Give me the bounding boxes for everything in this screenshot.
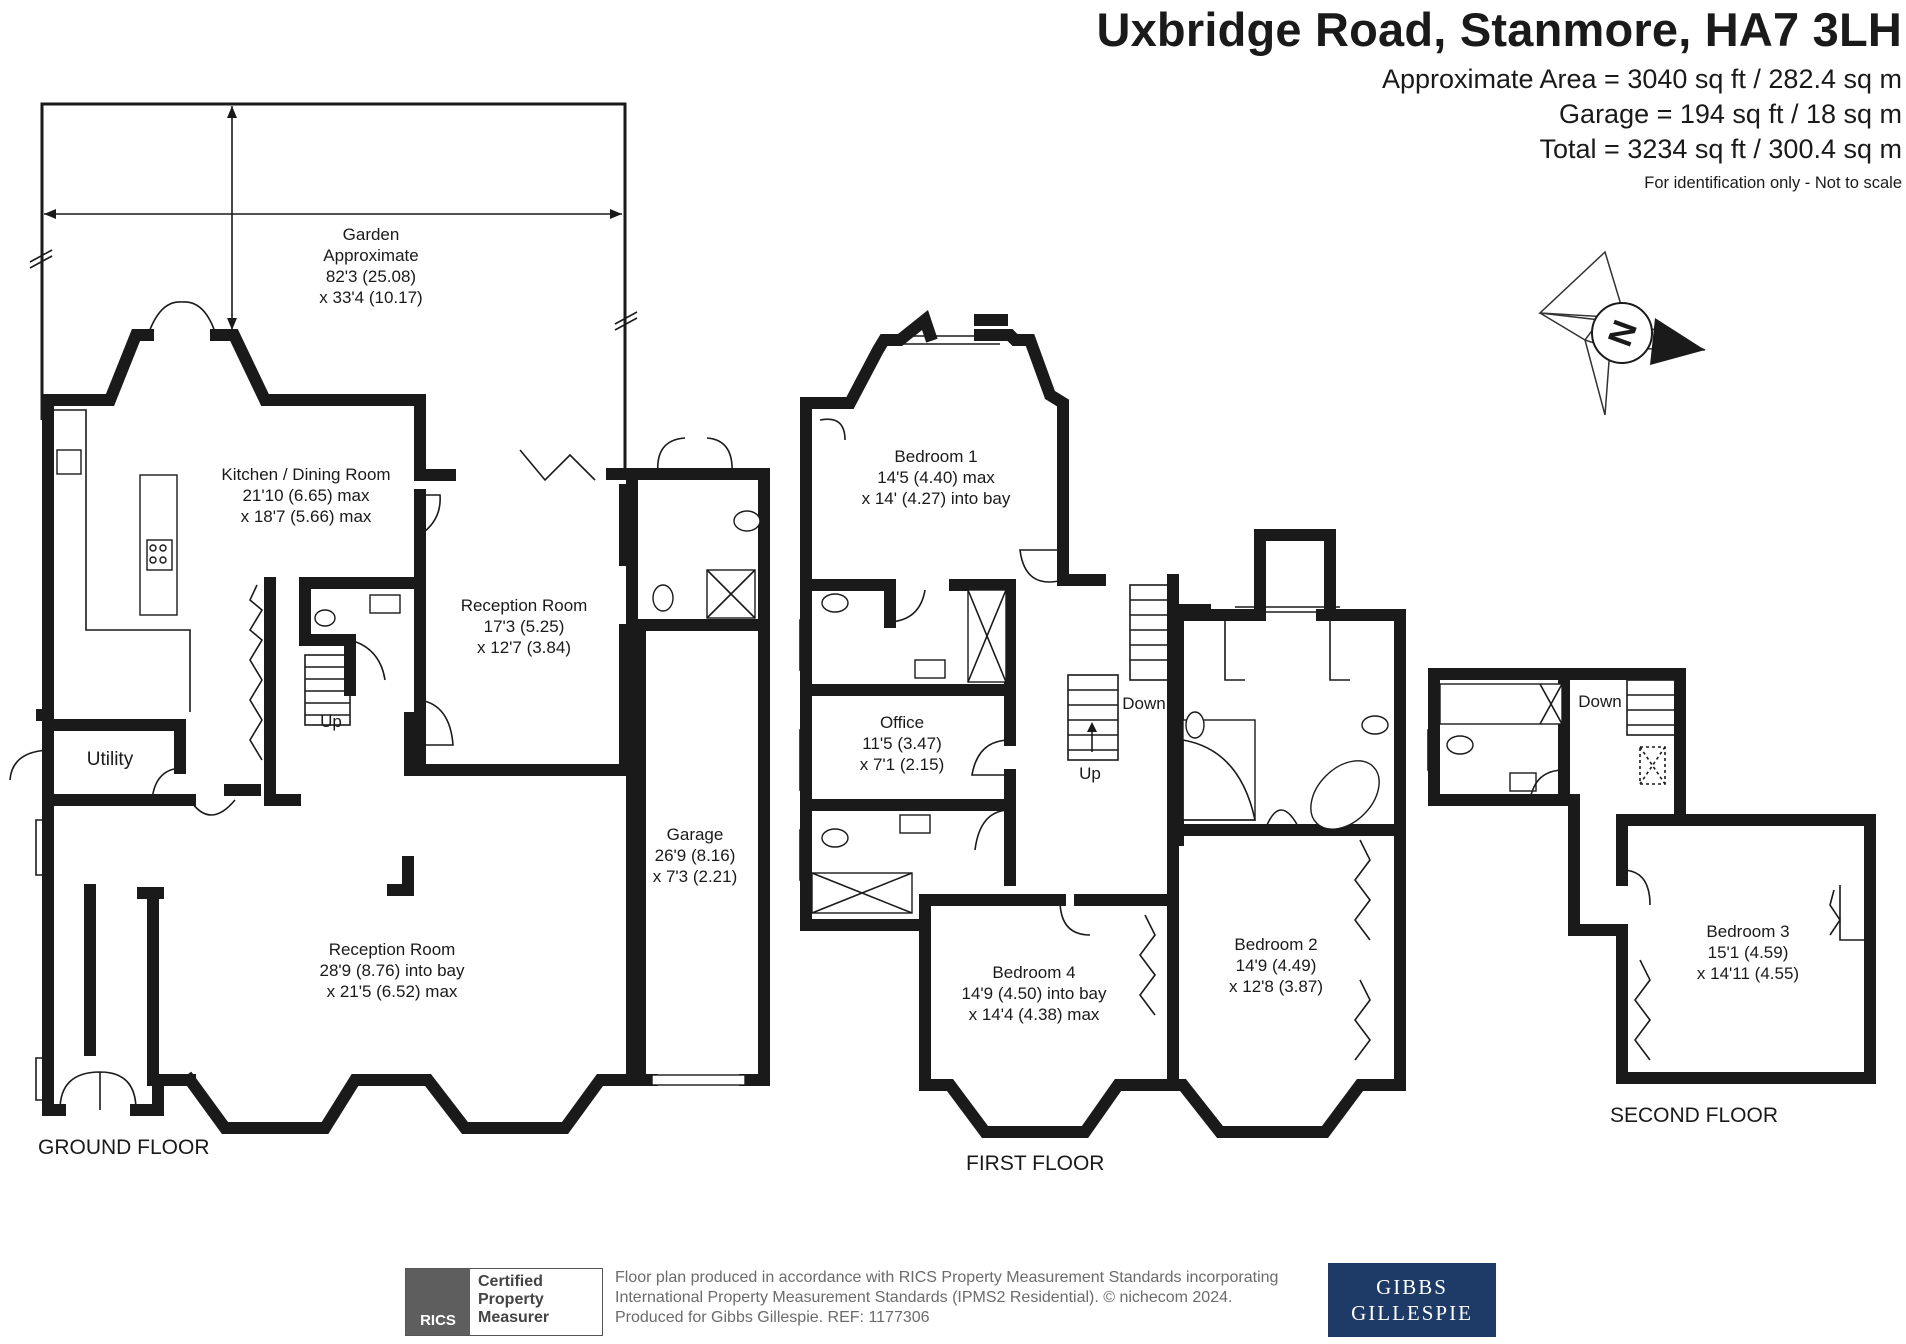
office-dim-1: 11'5 (3.47) xyxy=(862,734,941,753)
first-floor-plan: Bedroom 1 14'5 (4.40) max x 14' (4.27) i… xyxy=(799,309,1406,1175)
reception-rear-dim-2: x 12'7 (3.84) xyxy=(477,638,571,657)
bedroom4-label: Bedroom 4 xyxy=(992,963,1075,982)
approximate-area: Approximate Area = 3040 sq ft / 282.4 sq… xyxy=(1381,64,1902,94)
rics-logo: RICS xyxy=(406,1269,470,1335)
second-floor-plan: Down Bedroom 3 15'1 (4.59) x 14'11 (4.55… xyxy=(1427,668,1876,1127)
bedroom1-dim-2: x 14' (4.27) into bay xyxy=(862,489,1011,508)
footer-notice: Floor plan produced in accordance with R… xyxy=(615,1268,1278,1328)
reception-rear-dim-1: 17'3 (5.25) xyxy=(484,617,565,636)
bedroom1-dim-1: 14'5 (4.40) max xyxy=(877,468,995,487)
agent-logo: GIBBS GILLESPIE xyxy=(1328,1263,1496,1337)
second-floor-label: SECOND FLOOR xyxy=(1610,1104,1778,1127)
second-stairs-down-label: Down xyxy=(1578,692,1621,711)
office-label: Office xyxy=(880,713,924,732)
utility-label: Utility xyxy=(87,749,134,770)
rics-badge-line-1: Certified xyxy=(478,1273,543,1290)
first-stairs-up-label: Up xyxy=(1079,764,1101,783)
garden-dim-1: 82'3 (25.08) xyxy=(326,267,416,286)
garage-dim-2: x 7'3 (2.21) xyxy=(653,867,738,886)
garden-dim-2: x 33'4 (10.17) xyxy=(319,288,422,307)
rics-badge-line-3: Measurer xyxy=(478,1309,550,1326)
office-dim-2: x 7'1 (2.15) xyxy=(860,755,945,774)
footer-line-2: International Property Measurement Stand… xyxy=(615,1289,1233,1306)
garage-area: Garage = 194 sq ft / 18 sq m xyxy=(1559,99,1902,129)
bedroom3-label: Bedroom 3 xyxy=(1706,922,1789,941)
bedroom2-dim-1: 14'9 (4.49) xyxy=(1236,956,1317,975)
garden-label-2: Approximate xyxy=(323,246,418,265)
compass-north-icon: N xyxy=(1538,250,1706,416)
kitchen-dim-1: 21'10 (6.65) max xyxy=(242,486,370,505)
reception-rear-label: Reception Room xyxy=(461,596,588,615)
reception-front-dim-1: 28'9 (8.76) into bay xyxy=(319,961,465,980)
bedroom4-dim-2: x 14'4 (4.38) max xyxy=(969,1005,1100,1024)
bedroom1-label: Bedroom 1 xyxy=(894,447,977,466)
footer-line-1: Floor plan produced in accordance with R… xyxy=(615,1269,1279,1286)
garage-dim-1: 26'9 (8.16) xyxy=(655,846,736,865)
reception-front-dim-2: x 21'5 (6.52) max xyxy=(327,982,458,1001)
kitchen-dim-2: x 18'7 (5.66) max xyxy=(241,507,372,526)
scale-disclaimer: For identification only - Not to scale xyxy=(1644,174,1902,192)
reception-front-label: Reception Room xyxy=(329,940,456,959)
bedroom3-dim-1: 15'1 (4.59) xyxy=(1708,943,1789,962)
bedroom2-dim-2: x 12'8 (3.87) xyxy=(1229,977,1323,996)
total-area: Total = 3234 sq ft / 300.4 sq m xyxy=(1539,134,1902,164)
agent-logo-line-2: GILLESPIE xyxy=(1351,1301,1473,1325)
stairs-up-label: Up xyxy=(320,712,342,731)
bedroom3-dim-2: x 14'11 (4.55) xyxy=(1697,964,1799,983)
rics-certified-badge: RICS Certified Property Measurer xyxy=(405,1268,603,1336)
property-address: Uxbridge Road, Stanmore, HA7 3LH xyxy=(1096,3,1902,56)
ground-floor-label: GROUND FLOOR xyxy=(38,1136,210,1159)
rics-badge-line-2: Property xyxy=(478,1291,544,1308)
kitchen-label: Kitchen / Dining Room xyxy=(221,465,390,484)
garage-label: Garage xyxy=(667,825,724,844)
footer-line-3: Produced for Gibbs Gillespie. REF: 11773… xyxy=(615,1309,930,1326)
rics-badge-text: Certified Property Measurer xyxy=(470,1269,602,1335)
first-floor-label: FIRST FLOOR xyxy=(966,1152,1104,1175)
rics-logo-text: RICS xyxy=(420,1312,456,1329)
bedroom4-dim-1: 14'9 (4.50) into bay xyxy=(961,984,1107,1003)
first-stairs-down-label: Down xyxy=(1122,694,1165,713)
garden-label: Garden xyxy=(343,225,400,244)
ground-floor-plan: Garden Approximate 82'3 (25.08) x 33'4 (… xyxy=(9,102,770,1159)
agent-logo-line-1: GIBBS xyxy=(1376,1275,1448,1299)
bedroom2-label: Bedroom 2 xyxy=(1234,935,1317,954)
